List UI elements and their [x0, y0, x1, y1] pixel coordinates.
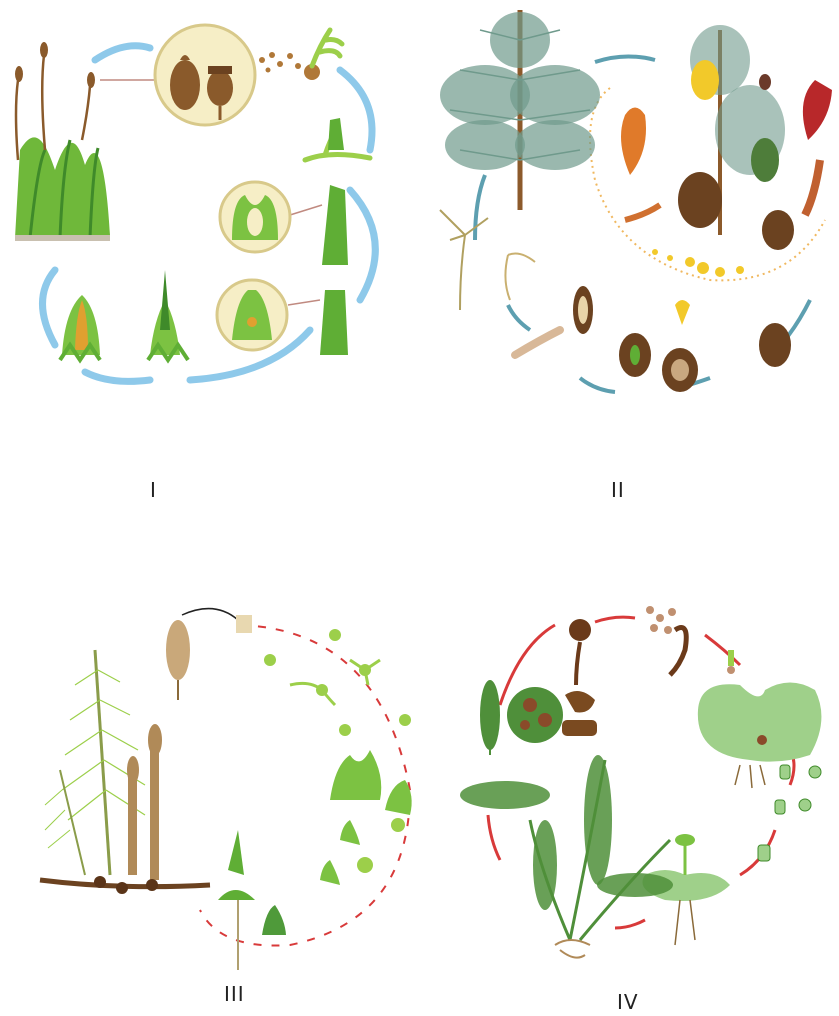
fern-lifecycle-diagram	[440, 590, 839, 980]
pine-tree	[440, 10, 600, 210]
horsetail-lifecycle-diagram	[0, 590, 430, 980]
label-panel-1: I	[150, 478, 157, 502]
pine-lifecycle-diagram	[420, 0, 839, 410]
pollen	[652, 249, 744, 277]
panel-horsetail-lifecycle	[0, 590, 430, 980]
horsetail-plant	[40, 650, 210, 894]
spores	[259, 52, 301, 73]
capsule-inset	[155, 25, 255, 125]
panel-fern-lifecycle	[440, 590, 839, 980]
moss-plant	[15, 42, 110, 238]
spores	[646, 606, 676, 634]
panel-moss-lifecycle	[0, 0, 420, 400]
pine-branch	[678, 25, 785, 235]
prothallus	[698, 683, 822, 762]
label-panel-2: II	[611, 478, 625, 502]
label-panel-3: III	[224, 982, 245, 1006]
label-panel-4: IV	[617, 990, 639, 1014]
moss-lifecycle-diagram	[0, 0, 420, 400]
panel-pine-lifecycle	[420, 0, 839, 410]
